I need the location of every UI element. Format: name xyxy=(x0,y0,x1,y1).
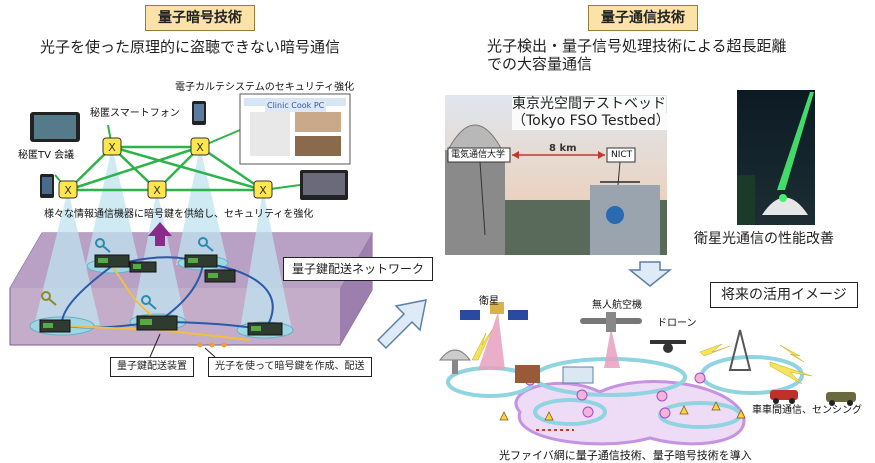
wireless-bolts xyxy=(471,329,813,385)
tablet-device xyxy=(30,112,80,142)
uec-leader xyxy=(479,161,486,236)
beam xyxy=(34,190,100,325)
distance-label: 8 km xyxy=(549,143,577,154)
svg-text:X: X xyxy=(196,141,204,154)
svg-text:X: X xyxy=(153,184,161,197)
laser-point xyxy=(779,194,787,202)
photon-leader xyxy=(204,347,216,358)
key-icon xyxy=(141,295,157,310)
fiber-caption: 光ファイバ網に量子通信技術、量子暗号技術を導入 xyxy=(499,449,752,462)
tv-conference-label: 秘匿TV 会議 xyxy=(18,150,75,161)
qkd-device xyxy=(39,319,71,333)
screen-brand: Clinic Cook PC xyxy=(265,100,327,112)
drone-label: ドローン xyxy=(657,318,697,329)
qkd-device xyxy=(129,261,157,273)
future-image-label: 将来の活用イメージ xyxy=(710,282,858,308)
sat-beam xyxy=(478,312,505,370)
nict-logo xyxy=(606,206,624,224)
beam xyxy=(240,190,292,330)
supply-label: 様々な情報通信機器に暗号鍵を供給し、セキュリティを強化 xyxy=(44,209,314,220)
qkd-device xyxy=(184,254,218,268)
car-icon xyxy=(770,390,798,404)
device-leader xyxy=(149,333,161,358)
qkd-network-label: 量子鍵配送ネットワーク xyxy=(283,257,434,281)
fiber-nodes xyxy=(524,372,706,419)
testbed-jp-label: 東京光空間テストベッド xyxy=(512,96,666,113)
smartphone-label: 秘匿スマートフォン xyxy=(90,108,180,119)
satellite-icon xyxy=(460,302,528,320)
key-icon xyxy=(41,291,57,306)
relay-node: X xyxy=(253,180,273,199)
left-subtitle: 光子を使った原理的に盗聴できない暗号通信 xyxy=(40,38,341,56)
quantum-comm-tag: 量子通信技術 xyxy=(588,5,698,31)
building-icon xyxy=(515,365,540,383)
uec-box xyxy=(447,147,511,163)
uav-beam xyxy=(604,328,620,368)
qkd-device xyxy=(94,254,130,268)
right-subtitle-1: 光子検出・量子信号処理技術による超長距離 xyxy=(487,37,787,55)
tv-device xyxy=(300,170,348,200)
qkd-device xyxy=(136,315,178,331)
uec-label: 電気通信大学 xyxy=(451,150,506,160)
svg-text:X: X xyxy=(108,141,116,154)
up-arrow xyxy=(148,222,172,246)
observatory-left xyxy=(445,150,505,255)
beam xyxy=(85,147,140,268)
uav-label: 無人航空機 xyxy=(592,300,642,311)
fiber-halo xyxy=(514,380,746,446)
satellite-label: 衛星 xyxy=(479,296,499,307)
photon-key-label: 光子を使って暗号鍵を作成、配送 xyxy=(208,357,372,377)
key-icon xyxy=(198,237,214,252)
nict-leader xyxy=(617,161,621,186)
smartphone-device xyxy=(192,101,206,125)
dish-icon xyxy=(438,349,472,374)
testbed-en-label: （Tokyo FSO Testbed） xyxy=(512,113,670,130)
down-arrow xyxy=(627,261,673,287)
phone-device xyxy=(40,174,54,198)
karte-label: 電子カルテシステムのセキュリティ強化 xyxy=(175,82,355,93)
relay-node: X xyxy=(147,180,167,199)
qkd-device xyxy=(247,322,283,336)
relay-node: X xyxy=(190,137,210,156)
svg-text:X: X xyxy=(259,184,267,197)
green-network xyxy=(67,145,268,192)
qkd-device xyxy=(204,269,236,283)
beam xyxy=(176,147,228,265)
observatory-dome xyxy=(762,197,808,215)
uav-icon xyxy=(580,312,642,332)
tower-icon xyxy=(728,329,752,371)
car-icon xyxy=(826,392,856,406)
nict-building xyxy=(590,185,660,255)
key-icon xyxy=(95,238,111,253)
building-icon xyxy=(562,366,594,384)
laser-beam xyxy=(777,92,814,190)
photon-dots xyxy=(197,342,227,348)
trees xyxy=(737,175,755,225)
nict-box xyxy=(606,147,636,163)
nict-label: NICT xyxy=(611,150,633,160)
right-subtitle-2: での大容量通信 xyxy=(487,55,593,73)
relay-node: X xyxy=(102,137,122,156)
qkd-device-label: 量子鍵配送装置 xyxy=(110,357,194,377)
fiber-node-markers xyxy=(499,401,746,421)
satellite-perf-label: 衛星光通信の性能改善 xyxy=(694,231,834,247)
v2v-label: 車車間通信、センシング xyxy=(752,405,862,416)
quantum-crypto-tag: 量子暗号技術 xyxy=(145,5,255,31)
drone-icon xyxy=(650,340,686,353)
diagonal-arrow xyxy=(376,299,427,350)
relay-node: X xyxy=(58,180,78,199)
svg-text:X: X xyxy=(64,184,72,197)
beam xyxy=(132,190,185,320)
